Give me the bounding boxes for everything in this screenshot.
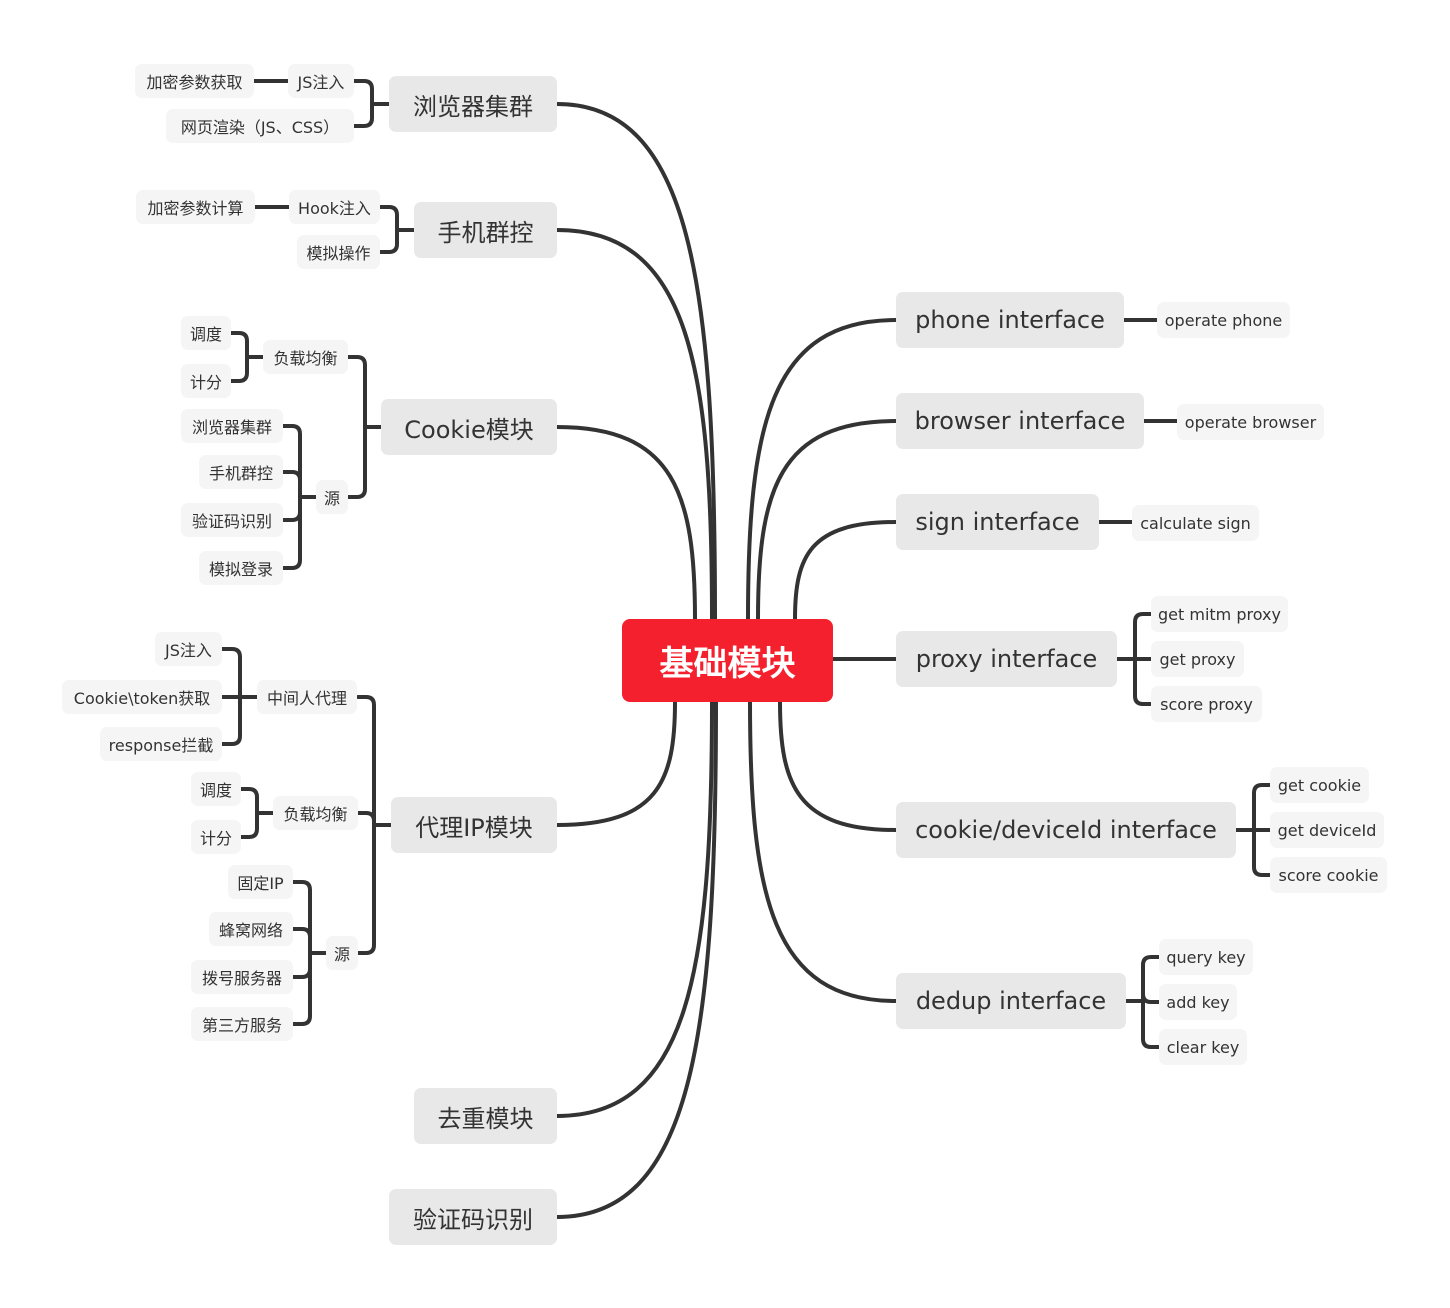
subtopic-encrypt-fetch[interactable]: 加密参数获取 — [135, 64, 254, 98]
subtopic-render[interactable]: 网页渲染（JS、CSS） — [166, 109, 354, 143]
subtopic-js-inject[interactable]: JS注入 — [288, 64, 354, 98]
bracket-connector — [378, 228, 399, 254]
bracket-connector — [1133, 657, 1153, 706]
bracket-connector — [281, 424, 302, 499]
bracket-connector — [229, 331, 249, 359]
bracket-connector — [356, 811, 376, 827]
bracket-connector — [1252, 783, 1272, 832]
topic-dedup-module[interactable]: 去重模块 — [414, 1088, 557, 1144]
subtopic-source-item[interactable]: 固定IP — [228, 865, 293, 899]
topic-sign-interface[interactable]: sign interface — [896, 494, 1099, 550]
topic-captcha[interactable]: 验证码识别 — [389, 1189, 557, 1245]
bracket-connector — [352, 79, 374, 106]
bracket-connector — [220, 695, 242, 746]
bracket-connector — [346, 425, 367, 499]
subtopic-query-key[interactable]: query key — [1159, 939, 1253, 975]
bracket-connector — [378, 205, 399, 232]
subtopic-simulate[interactable]: 模拟操作 — [297, 235, 380, 269]
subtopic-score[interactable]: 计分 — [181, 364, 231, 398]
subtopic-schedule[interactable]: 调度 — [191, 772, 241, 806]
subtopic-schedule[interactable]: 调度 — [181, 316, 231, 350]
main-connector — [778, 700, 898, 832]
bracket-connector — [352, 102, 374, 128]
main-connector — [555, 700, 718, 1219]
main-connector — [555, 228, 714, 621]
subtopic-source-item[interactable]: 浏览器集群 — [181, 409, 283, 443]
subtopic-clear-key[interactable]: clear key — [1159, 1029, 1247, 1065]
bracket-connector — [1252, 828, 1272, 877]
subtopic-score[interactable]: 计分 — [191, 820, 241, 854]
topic-cookie-interface[interactable]: cookie/deviceId interface — [896, 802, 1236, 858]
main-connector — [793, 520, 898, 621]
subtopic-get-deviceid[interactable]: get deviceId — [1270, 812, 1384, 848]
subtopic-source-item[interactable]: 拨号服务器 — [191, 960, 293, 994]
subtopic-get-mitm-proxy[interactable]: get mitm proxy — [1151, 596, 1288, 632]
bracket-connector — [291, 927, 312, 955]
subtopic-hook-inject[interactable]: Hook注入 — [289, 190, 380, 224]
topic-proxy-module[interactable]: 代理IP模块 — [391, 797, 557, 853]
main-connector — [746, 318, 898, 621]
subtopic-operate-browser[interactable]: operate browser — [1177, 404, 1324, 440]
bracket-connector — [291, 951, 312, 1026]
subtopic-mitm-item[interactable]: response拦截 — [100, 727, 222, 761]
main-connector — [756, 419, 898, 621]
bracket-connector — [1133, 612, 1153, 661]
subtopic-score-proxy[interactable]: score proxy — [1151, 686, 1262, 722]
bracket-connector — [239, 787, 259, 815]
topic-cookie-module[interactable]: Cookie模块 — [381, 399, 557, 455]
subtopic-source[interactable]: 源 — [316, 480, 348, 514]
bracket-connector — [239, 811, 259, 839]
bracket-connector — [1141, 993, 1161, 1004]
subtopic-source-item[interactable]: 蜂窝网络 — [209, 912, 293, 946]
central-topic[interactable]: 基础模块 — [622, 619, 833, 702]
bracket-connector — [1141, 955, 1161, 1003]
subtopic-operate-phone[interactable]: operate phone — [1157, 302, 1290, 338]
bracket-connector — [356, 823, 376, 955]
subtopic-get-proxy[interactable]: get proxy — [1151, 641, 1244, 677]
topic-browser-cluster[interactable]: 浏览器集群 — [389, 76, 557, 132]
topic-proxy-interface[interactable]: proxy interface — [896, 631, 1117, 687]
subtopic-source-item[interactable]: 第三方服务 — [191, 1007, 293, 1041]
subtopic-load-balance[interactable]: 负载均衡 — [273, 796, 358, 830]
main-connector — [555, 700, 714, 1118]
subtopic-load-balance[interactable]: 负载均衡 — [263, 340, 348, 374]
subtopic-source-item[interactable]: 手机群控 — [199, 455, 283, 489]
subtopic-calculate-sign[interactable]: calculate sign — [1132, 505, 1259, 541]
bracket-connector — [1141, 999, 1161, 1049]
topic-phone-cluster[interactable]: 手机群控 — [414, 202, 557, 258]
bracket-connector — [281, 495, 302, 522]
subtopic-mitm[interactable]: 中间人代理 — [257, 680, 357, 714]
main-connector — [555, 102, 717, 621]
bracket-connector — [229, 355, 249, 383]
subtopic-add-key[interactable]: add key — [1159, 984, 1237, 1020]
subtopic-mitm-item[interactable]: Cookie\token获取 — [62, 680, 222, 714]
subtopic-score-cookie[interactable]: score cookie — [1270, 857, 1387, 893]
bracket-connector — [291, 951, 312, 979]
bracket-connector — [346, 355, 367, 429]
topic-browser-interface[interactable]: browser interface — [896, 393, 1144, 449]
main-connector — [555, 425, 697, 621]
main-connector — [555, 700, 677, 827]
subtopic-source-item[interactable]: 模拟登录 — [199, 551, 283, 585]
subtopic-source[interactable]: 源 — [326, 936, 358, 970]
main-connector — [748, 700, 898, 1003]
bracket-connector — [281, 470, 302, 499]
topic-dedup-interface[interactable]: dedup interface — [896, 973, 1126, 1029]
bracket-connector — [281, 495, 302, 570]
subtopic-source-item[interactable]: 验证码识别 — [181, 503, 283, 537]
topic-phone-interface[interactable]: phone interface — [896, 292, 1124, 348]
subtopic-encrypt-calc[interactable]: 加密参数计算 — [136, 190, 255, 224]
bracket-connector — [291, 880, 312, 955]
subtopic-get-cookie[interactable]: get cookie — [1270, 767, 1369, 803]
bracket-connector — [220, 647, 242, 699]
bracket-connector — [356, 695, 376, 827]
subtopic-mitm-item[interactable]: JS注入 — [155, 632, 222, 666]
